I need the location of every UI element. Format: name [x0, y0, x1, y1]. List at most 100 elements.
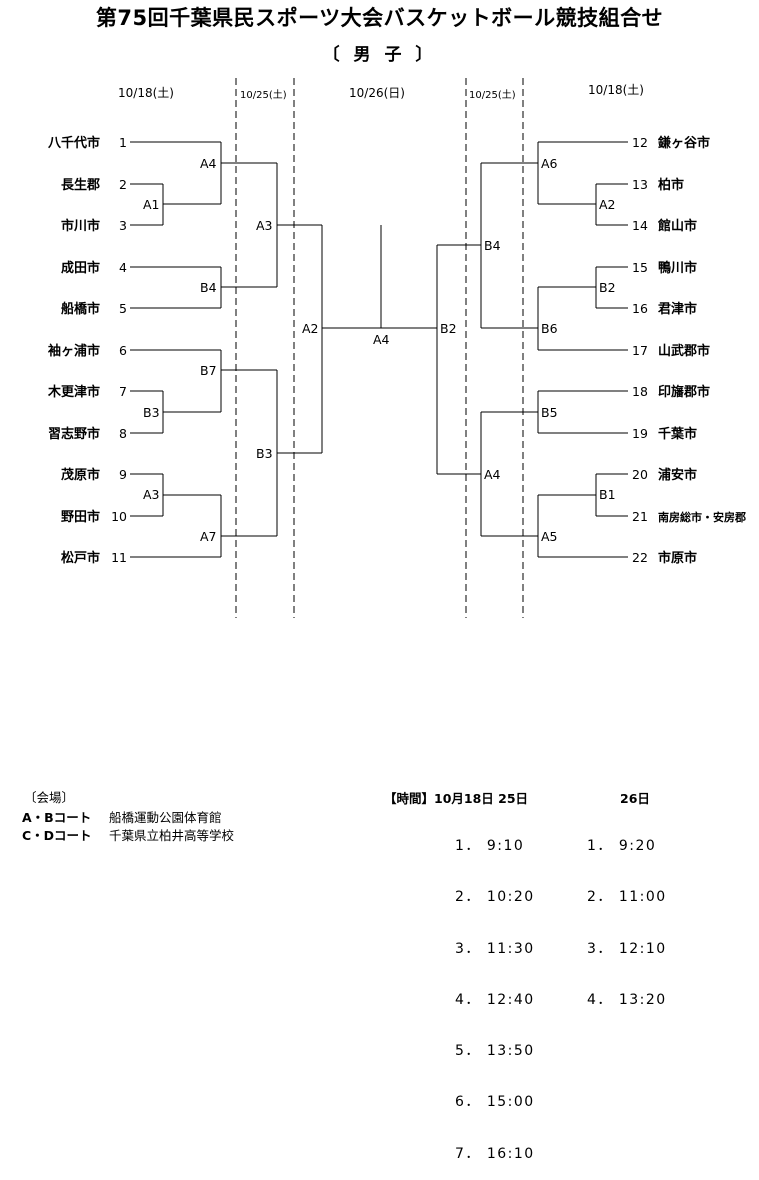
match-label: A7 — [200, 529, 217, 544]
team-seed: 4 — [119, 260, 127, 275]
team-seed: 12 — [632, 135, 648, 150]
date-left-round1: 10/18(土) — [118, 86, 174, 100]
right-bracket-lines — [381, 141, 628, 558]
team-name: 市川市 — [61, 218, 100, 234]
time-slot: 5． 13:50 — [455, 1043, 535, 1060]
page-subtitle: 〔 男 子 〕 — [322, 45, 437, 65]
time-slot: 1． 9:10 — [455, 838, 525, 854]
venue-place: 千葉県立柏井高等学校 — [109, 828, 235, 843]
time-slot: 7． 16:10 — [455, 1145, 535, 1162]
final-match-label: A4 — [373, 332, 390, 347]
time-slot: 3． 11:30 — [455, 940, 535, 957]
date-left-round2: 10/25(土) — [240, 88, 287, 101]
date-right-round1: 10/18(土) — [588, 83, 644, 97]
team-seed: 18 — [632, 384, 648, 399]
match-label: A4 — [484, 467, 501, 482]
team-name: 袖ヶ浦市 — [48, 343, 100, 359]
team-name: 野田市 — [61, 509, 100, 525]
venue-court: A・Bコート — [22, 810, 92, 825]
date-right-round2: 10/25(土) — [469, 88, 516, 101]
team-seed: 6 — [119, 343, 127, 358]
team-name: 松戸市 — [61, 550, 100, 566]
team-name: 船橋市 — [61, 301, 100, 317]
team-seed: 13 — [632, 177, 648, 192]
team-name: 柏市 — [658, 177, 684, 193]
team-seed: 11 — [111, 550, 127, 565]
team-seed: 16 — [632, 301, 648, 316]
venue-row: C・Dコート 千葉県立柏井高等学校 — [22, 825, 234, 844]
team-seed: 5 — [119, 301, 127, 316]
team-name: 浦安市 — [658, 467, 697, 483]
venue-row: A・Bコート 船橋運動公園体育館 — [22, 807, 222, 826]
team-seed: 21 — [632, 509, 648, 524]
team-seed: 1 — [119, 135, 127, 150]
match-label: B5 — [541, 405, 558, 420]
time-slot: 4． 12:40 — [455, 991, 535, 1008]
match-label: B7 — [200, 363, 217, 378]
match-label: A4 — [200, 156, 217, 171]
tournament-bracket: 10/18(土) 10/25(土) 10/26(日) 10/25(土) 10/1… — [47, 78, 746, 618]
team-name: 木更津市 — [47, 384, 100, 400]
team-seed: 15 — [632, 260, 648, 275]
team-seed: 20 — [632, 467, 648, 482]
time-slot: 4． 13:20 — [587, 991, 667, 1008]
team-name: 八千代市 — [47, 135, 100, 151]
team-seed: 8 — [119, 426, 127, 441]
time-slot: 3． 12:10 — [587, 940, 667, 957]
page-title: 第75回千葉県民スポーツ大会バスケットボール競技組合せ — [95, 6, 664, 30]
match-label: A2 — [599, 197, 616, 212]
team-name: 鎌ヶ谷市 — [657, 135, 710, 151]
team-seed: 14 — [632, 218, 648, 233]
time-slot: 6． 15:00 — [455, 1094, 535, 1111]
match-label: B4 — [484, 238, 501, 253]
match-label: A5 — [541, 529, 558, 544]
venue-heading: 〔会場〕 — [24, 790, 75, 805]
team-seed: 2 — [119, 177, 127, 192]
team-seed: 19 — [632, 426, 648, 441]
team-name: 成田市 — [61, 260, 100, 276]
time-slot: 2． 10:20 — [455, 889, 535, 906]
team-seed: 17 — [632, 343, 648, 358]
match-label: B3 — [143, 405, 160, 420]
match-label: A1 — [143, 197, 160, 212]
match-label: A6 — [541, 156, 558, 171]
venue-court: C・Dコート — [22, 828, 92, 843]
team-name: 千葉市 — [658, 426, 697, 442]
match-label: B1 — [599, 487, 616, 502]
team-name: 君津市 — [658, 301, 697, 317]
match-label: B6 — [541, 321, 558, 336]
team-seed: 10 — [111, 509, 127, 524]
match-label: B2 — [599, 280, 616, 295]
match-label: B2 — [440, 321, 457, 336]
team-seed: 3 — [119, 218, 127, 233]
team-name: 館山市 — [658, 218, 697, 234]
time-slot: 2． 11:00 — [587, 889, 667, 906]
match-label: A2 — [302, 321, 319, 336]
times-heading: 【時間】10月18日 25日 — [384, 791, 529, 806]
team-name: 市原市 — [658, 550, 697, 566]
times-day18-25: 1． 9:10 2． 10:20 3． 11:30 4． 12:40 5． 13… — [455, 805, 535, 1180]
date-final: 10/26(日) — [349, 86, 405, 100]
match-label: A3 — [143, 487, 160, 502]
team-name: 印旛郡市 — [658, 384, 710, 400]
match-label: A3 — [256, 218, 273, 233]
time-slot: 1． 9:20 — [587, 838, 657, 854]
team-name: 鴨川市 — [658, 260, 697, 276]
team-name: 長生郡 — [61, 177, 100, 193]
left-teams: 八千代市 1 長生郡 2 市川市 3 成田市 4 船橋市 5 袖ヶ浦市 6 木更… — [47, 135, 127, 566]
times-day26: 1． 9:20 2． 11:00 3． 12:10 4． 13:20 — [587, 805, 667, 1026]
team-name: 山武郡市 — [658, 343, 710, 359]
venue-place: 船橋運動公園体育館 — [109, 810, 222, 825]
team-seed: 22 — [632, 550, 648, 565]
match-label: B4 — [200, 280, 217, 295]
right-teams: 12 鎌ヶ谷市 13 柏市 14 館山市 15 鴨川市 16 君津市 17 山武… — [632, 135, 746, 566]
left-bracket-lines — [130, 141, 381, 558]
day26-heading: 26日 — [620, 791, 650, 806]
team-name: 茂原市 — [61, 467, 100, 483]
team-seed: 7 — [119, 384, 127, 399]
venue-section: 〔会場〕 A・Bコート 船橋運動公園体育館 C・Dコート 千葉県立柏井高等学校 — [22, 787, 234, 843]
team-name: 南房総市・安房郡 — [658, 510, 746, 524]
team-seed: 9 — [119, 467, 127, 482]
team-name: 習志野市 — [48, 426, 100, 442]
match-label: B3 — [256, 446, 273, 461]
